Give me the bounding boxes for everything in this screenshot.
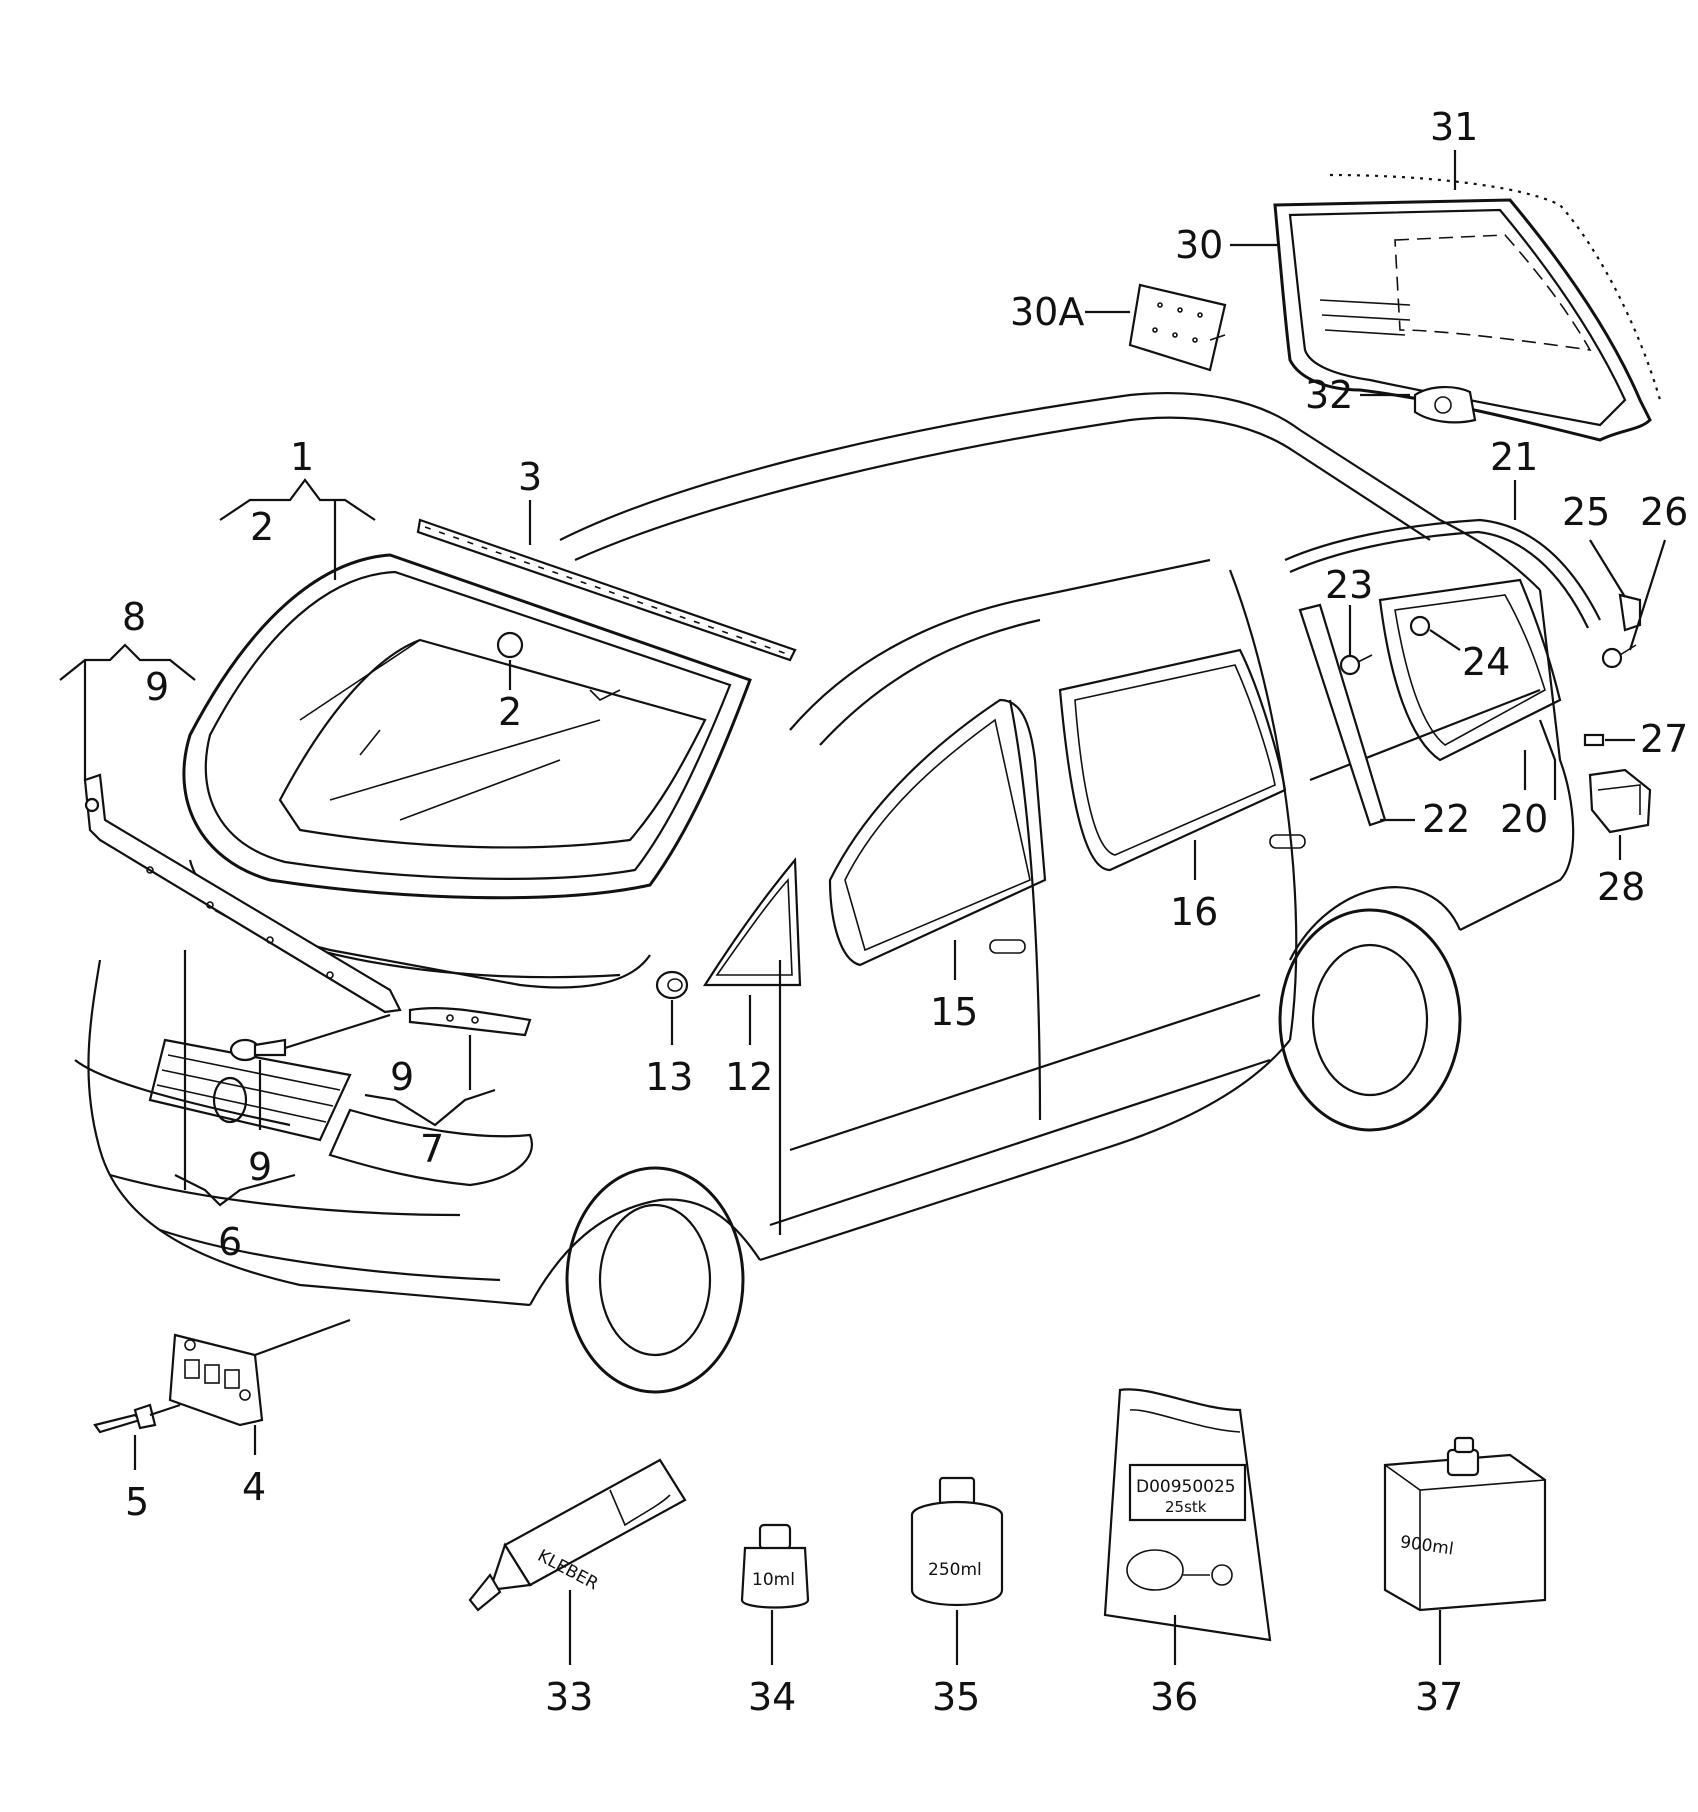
- callout-1: 1: [290, 435, 314, 479]
- callout-2: 2: [250, 505, 274, 549]
- adhesive-tube: KLEBER: [468, 1458, 687, 1612]
- callout-22: 22: [1422, 797, 1470, 841]
- bag-code-text: D00950025: [1136, 1477, 1236, 1497]
- callout-9: 9: [248, 1145, 272, 1189]
- callout-4: 4: [242, 1465, 266, 1509]
- callout-7: 7: [420, 1127, 444, 1171]
- callout-26: 26: [1640, 490, 1688, 534]
- callout-16: 16: [1170, 890, 1218, 934]
- windscreen: [182, 553, 752, 900]
- part-13-clip: [655, 970, 689, 1000]
- car-body: [74, 392, 1575, 1394]
- cleaner-canister: 900ml: [1383, 1436, 1547, 1612]
- callout-28: 28: [1597, 865, 1645, 909]
- callout-12: 12: [725, 1055, 773, 1099]
- callout-34: 34: [748, 1675, 796, 1719]
- callout-6: 6: [218, 1220, 242, 1264]
- callout-20: 20: [1500, 797, 1548, 841]
- part-7-strip: [408, 1006, 532, 1037]
- part-4-bracket: [168, 1333, 264, 1427]
- part-8-cowl-strip: [83, 773, 402, 1014]
- part-5-rivet: [93, 1403, 181, 1434]
- callout-3: 3: [518, 455, 542, 499]
- callout-30a: 30A: [1010, 290, 1084, 334]
- mirror-mount-icon: [496, 631, 524, 659]
- bag-qty-text: 25stk: [1165, 1498, 1207, 1516]
- callout-15: 15: [930, 990, 978, 1034]
- callout-37: 37: [1415, 1675, 1463, 1719]
- callout-13: 13: [645, 1055, 693, 1099]
- callout-32: 32: [1305, 373, 1353, 417]
- callout-2: 2: [498, 690, 522, 734]
- callout-9: 9: [390, 1055, 414, 1099]
- part-9-clip: [229, 1038, 287, 1062]
- callout-21: 21: [1490, 435, 1538, 479]
- callout-8: 8: [122, 595, 146, 639]
- bottle-label-text: 10ml: [752, 1570, 795, 1590]
- small-bottle: 10ml: [740, 1523, 810, 1609]
- part-3-seal-strip: [416, 518, 797, 662]
- can-label-text: 250ml: [928, 1560, 982, 1580]
- callout-35: 35: [932, 1675, 980, 1719]
- callout-9: 9: [145, 665, 169, 709]
- rear-window: [1273, 173, 1662, 442]
- part-30a-sticker: [1128, 283, 1227, 372]
- callout-5: 5: [125, 1480, 149, 1524]
- callout-25: 25: [1562, 490, 1610, 534]
- callout-33: 33: [545, 1675, 593, 1719]
- callout-23: 23: [1325, 563, 1373, 607]
- callout-27: 27: [1640, 717, 1688, 761]
- callout-labels: 1 2 2 3 8 9 9 9 7 6 4 5 13 12 15 16 20 2…: [122, 105, 1688, 1719]
- callout-24: 24: [1462, 640, 1510, 684]
- primer-bag: D00950025 25stk: [1103, 1388, 1272, 1642]
- callout-30: 30: [1175, 223, 1223, 267]
- leader-lines: [59, 150, 1667, 1665]
- callout-36: 36: [1150, 1675, 1198, 1719]
- medium-can: 250ml: [910, 1476, 1004, 1607]
- callout-31: 31: [1430, 105, 1478, 149]
